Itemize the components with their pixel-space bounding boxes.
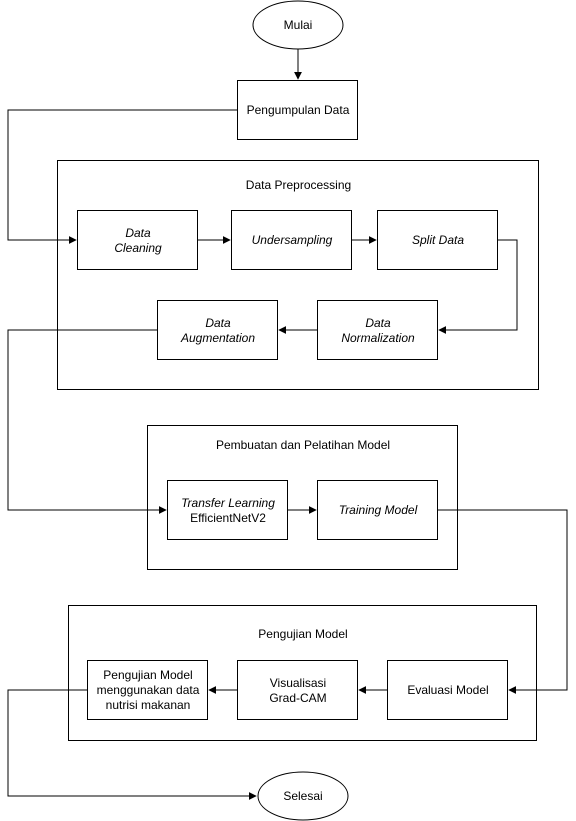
- cleaning-label: Data Cleaning: [78, 211, 198, 270]
- training-label: Training Model: [338, 503, 418, 517]
- split-label: Split Data: [411, 233, 465, 247]
- transfer-label: Transfer Learning EfficientNetV2: [168, 481, 288, 540]
- arrow-split-normalization: [438, 239, 518, 334]
- preprocessing-title: Data Preprocessing: [245, 177, 352, 192]
- undersampling-box: [231, 210, 352, 270]
- normalization-line-1: Data: [365, 315, 391, 330]
- evaluation-label: Evaluasi Model: [407, 683, 489, 697]
- augmentation-label: Data Augmentation: [158, 301, 278, 360]
- visual-line-2: Grad-CAM: [269, 690, 327, 705]
- arrow-nutrition-end: [7, 689, 257, 800]
- model-title: Pembuatan dan Pelatihan Model: [215, 437, 391, 452]
- split-box: [377, 210, 498, 270]
- transfer-line-1: Transfer Learning: [181, 495, 275, 510]
- arrow-collect-cleaning: [7, 109, 237, 244]
- preprocessing-group: [57, 160, 539, 390]
- collect-label: Pengumpulan Data: [246, 103, 350, 117]
- nutrition-line-1: Pengujian Model: [103, 668, 193, 682]
- transfer-box: [167, 480, 288, 540]
- cleaning-box: [77, 210, 198, 270]
- nutrition-line-3: nutrisi makanan: [105, 698, 191, 712]
- evaluation-box: [387, 660, 508, 720]
- augmentation-line-1: Data: [205, 315, 231, 330]
- end-label: Selesai: [283, 788, 323, 803]
- nutrition-label: Pengujian Model menggunakan data nutrisi…: [88, 661, 208, 720]
- collect-box: [237, 80, 358, 140]
- testing-title: Pengujian Model: [258, 626, 348, 641]
- visual-box: [237, 660, 358, 720]
- augmentation-line-2: Augmentation: [180, 330, 256, 345]
- arrow-augmentation-transfer: [7, 329, 167, 514]
- model-group: [147, 425, 458, 570]
- normalization-label: Data Normalization: [318, 301, 438, 360]
- nutrition-line-2: menggunakan data: [96, 683, 200, 697]
- normalization-box: [317, 300, 438, 360]
- arrow-training-evaluation: [438, 509, 568, 694]
- cleaning-line-1: Data: [125, 225, 151, 240]
- transfer-line-2: EfficientNetV2: [190, 510, 266, 525]
- end-terminal: [257, 771, 349, 821]
- testing-group: [68, 605, 537, 741]
- start-label: Mulai: [283, 17, 313, 32]
- cleaning-line-2: Cleaning: [114, 240, 162, 255]
- visual-line-1: Visualisasi: [269, 675, 327, 690]
- normalization-line-2: Normalization: [341, 330, 415, 345]
- visual-label: Visualisasi Grad-CAM: [238, 661, 358, 720]
- nutrition-box: [87, 660, 208, 720]
- augmentation-box: [157, 300, 278, 360]
- training-box: [317, 480, 438, 540]
- undersampling-label: Undersampling: [251, 233, 333, 247]
